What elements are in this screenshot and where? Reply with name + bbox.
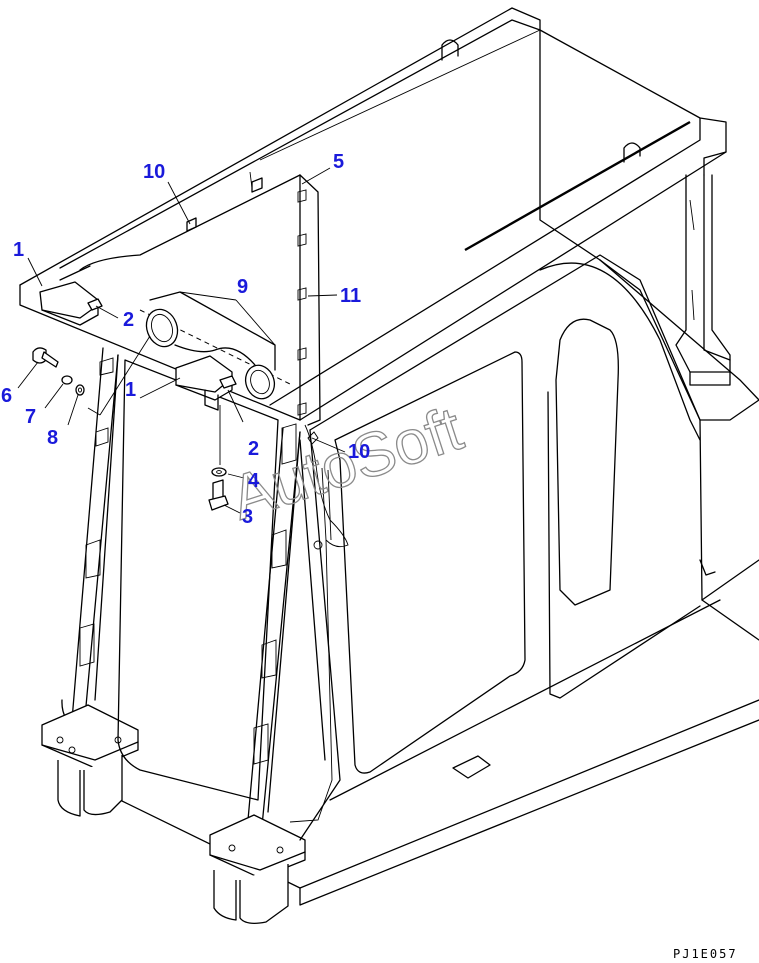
front-windshield (117, 359, 279, 801)
callout-5: 5 (333, 151, 344, 173)
callout-8: 8 (47, 427, 58, 449)
callout-labels: 1 1 2 2 3 4 5 6 7 8 9 10 10 11 (1, 151, 370, 528)
leader-lines (17, 167, 346, 514)
callout-3: 3 (242, 506, 253, 528)
callout-6: 6 (1, 385, 12, 407)
left-front-pillar (41, 347, 139, 817)
center-front-pillar (209, 423, 341, 924)
fasteners (32, 347, 229, 511)
cab-frame (19, 7, 759, 906)
watermark-text: AutoSoft (223, 394, 471, 533)
sealing-strip-11 (297, 174, 321, 426)
drawing-code: PJ1E057 (673, 947, 738, 961)
callout-1: 1 (125, 379, 136, 401)
bracket-left (39, 281, 103, 326)
callout-1: 1 (13, 239, 24, 261)
callout-10: 10 (348, 441, 370, 463)
bracket-center (175, 355, 237, 411)
callout-4: 4 (248, 470, 260, 492)
callout-11: 11 (340, 285, 361, 307)
wiring-harness (289, 424, 349, 823)
front-header-trim (59, 171, 301, 400)
callout-2: 2 (123, 309, 134, 331)
callout-7: 7 (25, 406, 36, 428)
callout-2: 2 (248, 438, 259, 460)
callout-9: 9 (237, 276, 248, 298)
callout-10: 10 (143, 161, 165, 183)
